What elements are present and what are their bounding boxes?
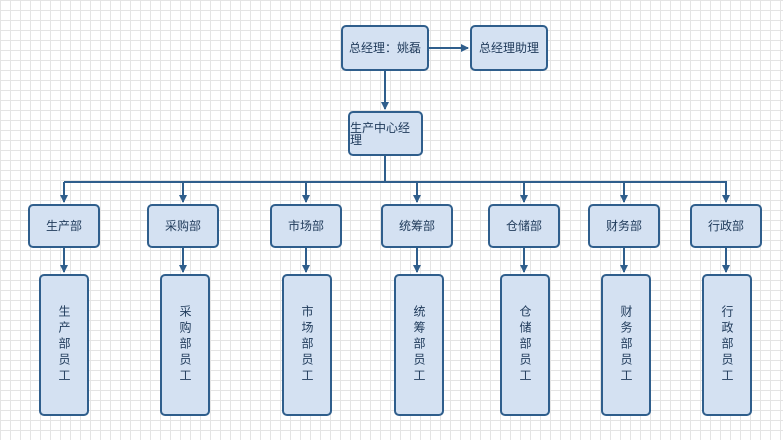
production-center-manager-label: 生产中心经理 xyxy=(350,120,411,147)
staff-box-marketing[interactable]: 市场部员工 xyxy=(282,274,332,416)
staff-label: 仓储部员工 xyxy=(518,305,532,385)
staff-box-warehouse[interactable]: 仓储部员工 xyxy=(500,274,550,416)
assistant-box[interactable]: 总经理助理 xyxy=(470,25,548,71)
production-center-manager-box[interactable]: 生产中心经理 xyxy=(348,111,423,156)
department-box-production[interactable]: 生产部 xyxy=(28,204,100,248)
department-box-finance[interactable]: 财务部 xyxy=(588,204,660,248)
department-box-procurement[interactable]: 采购部 xyxy=(147,204,219,248)
department-label: 统筹部 xyxy=(398,219,435,233)
staff-label: 生产部员工 xyxy=(57,305,71,385)
staff-label: 行政部员工 xyxy=(720,305,734,385)
department-label: 市场部 xyxy=(287,219,324,233)
department-box-warehouse[interactable]: 仓储部 xyxy=(488,204,560,248)
staff-box-admin[interactable]: 行政部员工 xyxy=(702,274,752,416)
general-manager-label: 总经理：姚磊 xyxy=(348,41,421,55)
staff-label: 统筹部员工 xyxy=(412,305,426,385)
staff-box-finance[interactable]: 财务部员工 xyxy=(601,274,651,416)
department-label: 生产部 xyxy=(45,219,82,233)
staff-box-procurement[interactable]: 采购部员工 xyxy=(160,274,210,416)
general-manager-box[interactable]: 总经理：姚磊 xyxy=(341,25,429,71)
department-box-marketing[interactable]: 市场部 xyxy=(270,204,342,248)
staff-box-production[interactable]: 生产部员工 xyxy=(39,274,89,416)
staff-label: 采购部员工 xyxy=(178,305,192,385)
department-label: 行政部 xyxy=(707,219,744,233)
department-box-admin[interactable]: 行政部 xyxy=(690,204,762,248)
staff-label: 财务部员工 xyxy=(619,305,633,385)
staff-box-planning[interactable]: 统筹部员工 xyxy=(394,274,444,416)
department-label: 财务部 xyxy=(605,219,642,233)
department-label: 采购部 xyxy=(164,219,201,233)
department-branches xyxy=(60,182,730,273)
department-box-planning[interactable]: 统筹部 xyxy=(381,204,453,248)
assistant-label: 总经理助理 xyxy=(478,41,539,55)
staff-label: 市场部员工 xyxy=(300,305,314,385)
department-label: 仓储部 xyxy=(505,219,542,233)
